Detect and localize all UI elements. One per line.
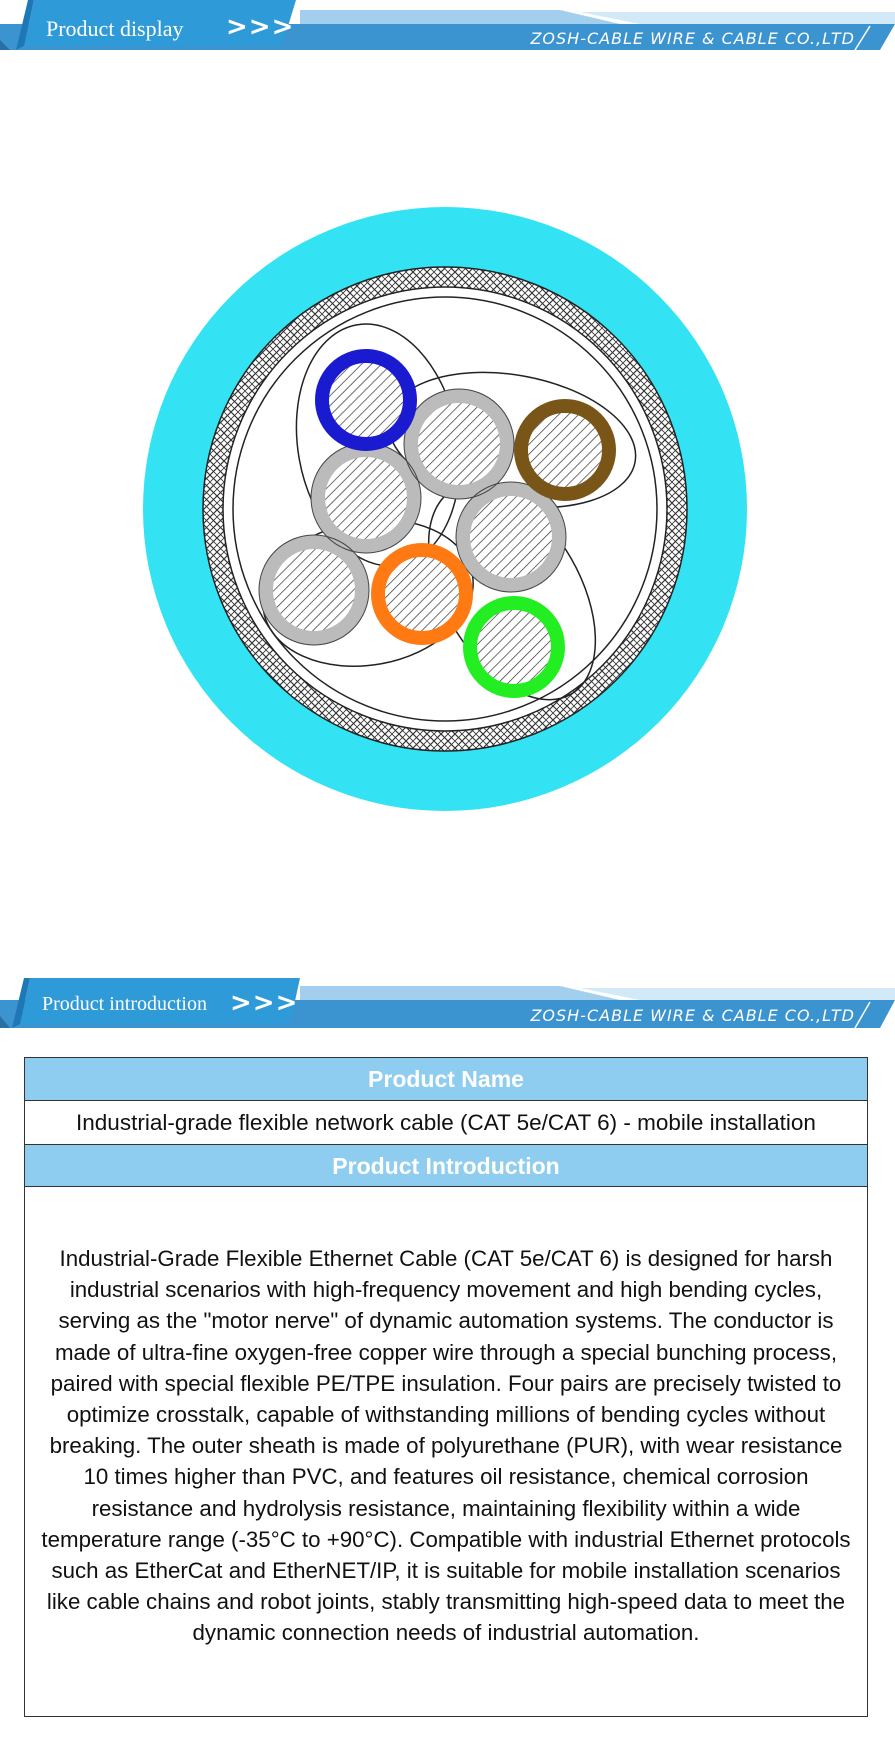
product-introduction-heading: Product Introduction: [25, 1144, 867, 1187]
header-title: Product introduction: [42, 993, 207, 1015]
product-introduction-header: Product introduction >>> ZOSH-CABLE WIRE…: [0, 976, 895, 1038]
cable-cross-section-image: [143, 207, 747, 811]
header-banner-graphic: [0, 0, 895, 51]
company-name: ZOSH-CABLE WIRE & CABLE CO.,LTD: [530, 29, 855, 48]
header-title: Product display: [46, 16, 184, 41]
product-name-heading: Product Name: [25, 1058, 867, 1101]
company-name: ZOSH-CABLE WIRE & CABLE CO.,LTD: [530, 1006, 855, 1025]
white-insulation-cores: [258, 388, 567, 646]
brown-pair-core: [514, 399, 616, 501]
blue-pair-core: [315, 349, 417, 451]
product-name-value: Industrial-grade flexible network cable …: [76, 1110, 816, 1135]
header-arrows: >>>: [230, 988, 299, 1018]
green-pair-core: [463, 596, 565, 698]
orange-pair-core: [371, 543, 473, 645]
header-banner-graphic: [0, 978, 895, 1029]
product-introduction-text: Industrial-Grade Flexible Ethernet Cable…: [41, 1246, 851, 1646]
product-display-header: Product display >>> ZOSH-CABLE WIRE & CA…: [0, 0, 895, 62]
product-info-table: Product Name Industrial-grade flexible n…: [24, 1057, 868, 1717]
header-arrows: >>>: [226, 12, 295, 42]
